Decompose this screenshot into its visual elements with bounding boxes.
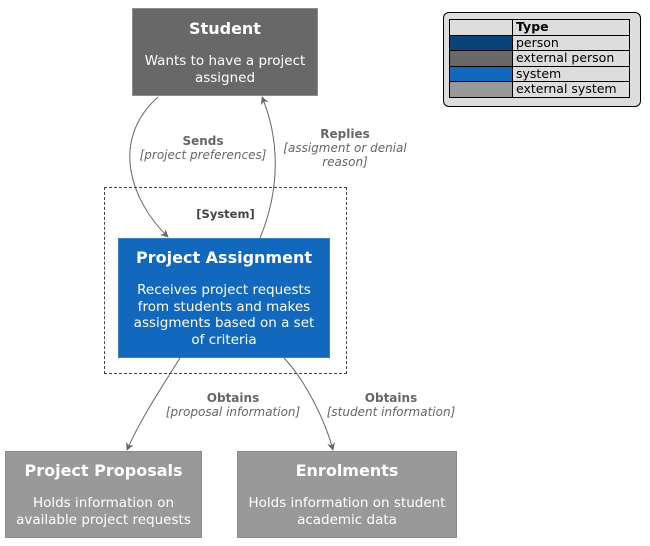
edge-obtains-enrolments	[283, 357, 336, 451]
legend-label: external system	[512, 81, 630, 98]
edge-label-sends: Sends [project preferences]	[133, 134, 273, 162]
project-assignment-node[interactable]: Project Assignment Receives project requ…	[118, 238, 330, 358]
edge-replies	[259, 96, 276, 239]
edge-obtains-proposals	[126, 357, 181, 451]
project-assignment-description-line: of criteria	[191, 331, 257, 348]
project-assignment-description-line: assigments based on a set	[133, 315, 315, 331]
project-assignment-title: Project Assignment	[136, 248, 312, 267]
legend-label: person	[512, 34, 630, 51]
legend-table: Type person external person system exter…	[449, 19, 630, 98]
edge-technology: [assigment or denial	[283, 141, 407, 155]
student-description-line: Wants to have a project	[144, 53, 306, 69]
system-boundary: [System]	[104, 187, 347, 374]
project-proposals-description: Holds information on available project r…	[6, 495, 201, 528]
legend-swatch	[449, 34, 513, 51]
student-description: Wants to have a project assigned	[133, 53, 317, 86]
edge-label-obtains-proposals: Obtains [proposal information]	[160, 391, 306, 419]
legend-swatch	[449, 81, 513, 98]
legend-header-label: Type	[512, 19, 630, 36]
edge-verb: Obtains	[206, 391, 260, 405]
legend-row: person	[449, 34, 630, 51]
boundary-label: [System]	[196, 207, 255, 221]
edge-verb: Sends	[182, 134, 224, 148]
edge-technology: [proposal information]	[165, 405, 301, 419]
legend-header-row: Type	[449, 19, 630, 36]
edge-verb: Obtains	[364, 391, 418, 405]
project-proposals-node[interactable]: Project Proposals Holds information on a…	[5, 451, 202, 538]
student-description-line: assigned	[194, 69, 256, 86]
legend-swatch	[449, 50, 513, 67]
legend-label: system	[512, 65, 630, 82]
legend-row: external system	[449, 81, 630, 98]
edge-technology: [student information]	[326, 405, 456, 419]
enrolments-title: Enrolments	[295, 461, 399, 480]
edge-technology: reason]	[322, 155, 368, 169]
project-proposals-description-line: Holds information on	[32, 495, 175, 511]
enrolments-node[interactable]: Enrolments Holds information on student …	[237, 451, 457, 538]
edge-label-replies: Replies [assigment or denial reason]	[276, 127, 414, 169]
edge-verb: Replies	[320, 127, 370, 141]
project-proposals-title: Project Proposals	[24, 461, 183, 480]
project-proposals-description-line: available project requests	[16, 511, 191, 528]
legend-swatch	[449, 65, 513, 82]
project-assignment-description-line: from students and makes	[137, 298, 311, 315]
legend: Type person external person system exter…	[443, 12, 641, 107]
legend-row: external person	[449, 50, 630, 67]
project-assignment-description: Receives project requests from students …	[119, 282, 329, 348]
legend-label: external person	[512, 50, 630, 67]
legend-header-swatch	[449, 19, 513, 36]
legend-row: system	[449, 65, 630, 82]
edge-technology: [project preferences]	[139, 148, 267, 162]
project-assignment-description-line: Receives project requests	[137, 282, 311, 298]
student-title: Student	[189, 19, 261, 38]
student-node[interactable]: Student Wants to have a project assigned	[132, 8, 318, 96]
edge-label-obtains-enrolments: Obtains [student information]	[321, 391, 461, 419]
enrolments-description-line: Holds information on student	[248, 495, 446, 511]
edge-sends	[129, 96, 169, 238]
enrolments-description-line: academic data	[297, 511, 397, 528]
enrolments-description: Holds information on student academic da…	[238, 495, 456, 528]
